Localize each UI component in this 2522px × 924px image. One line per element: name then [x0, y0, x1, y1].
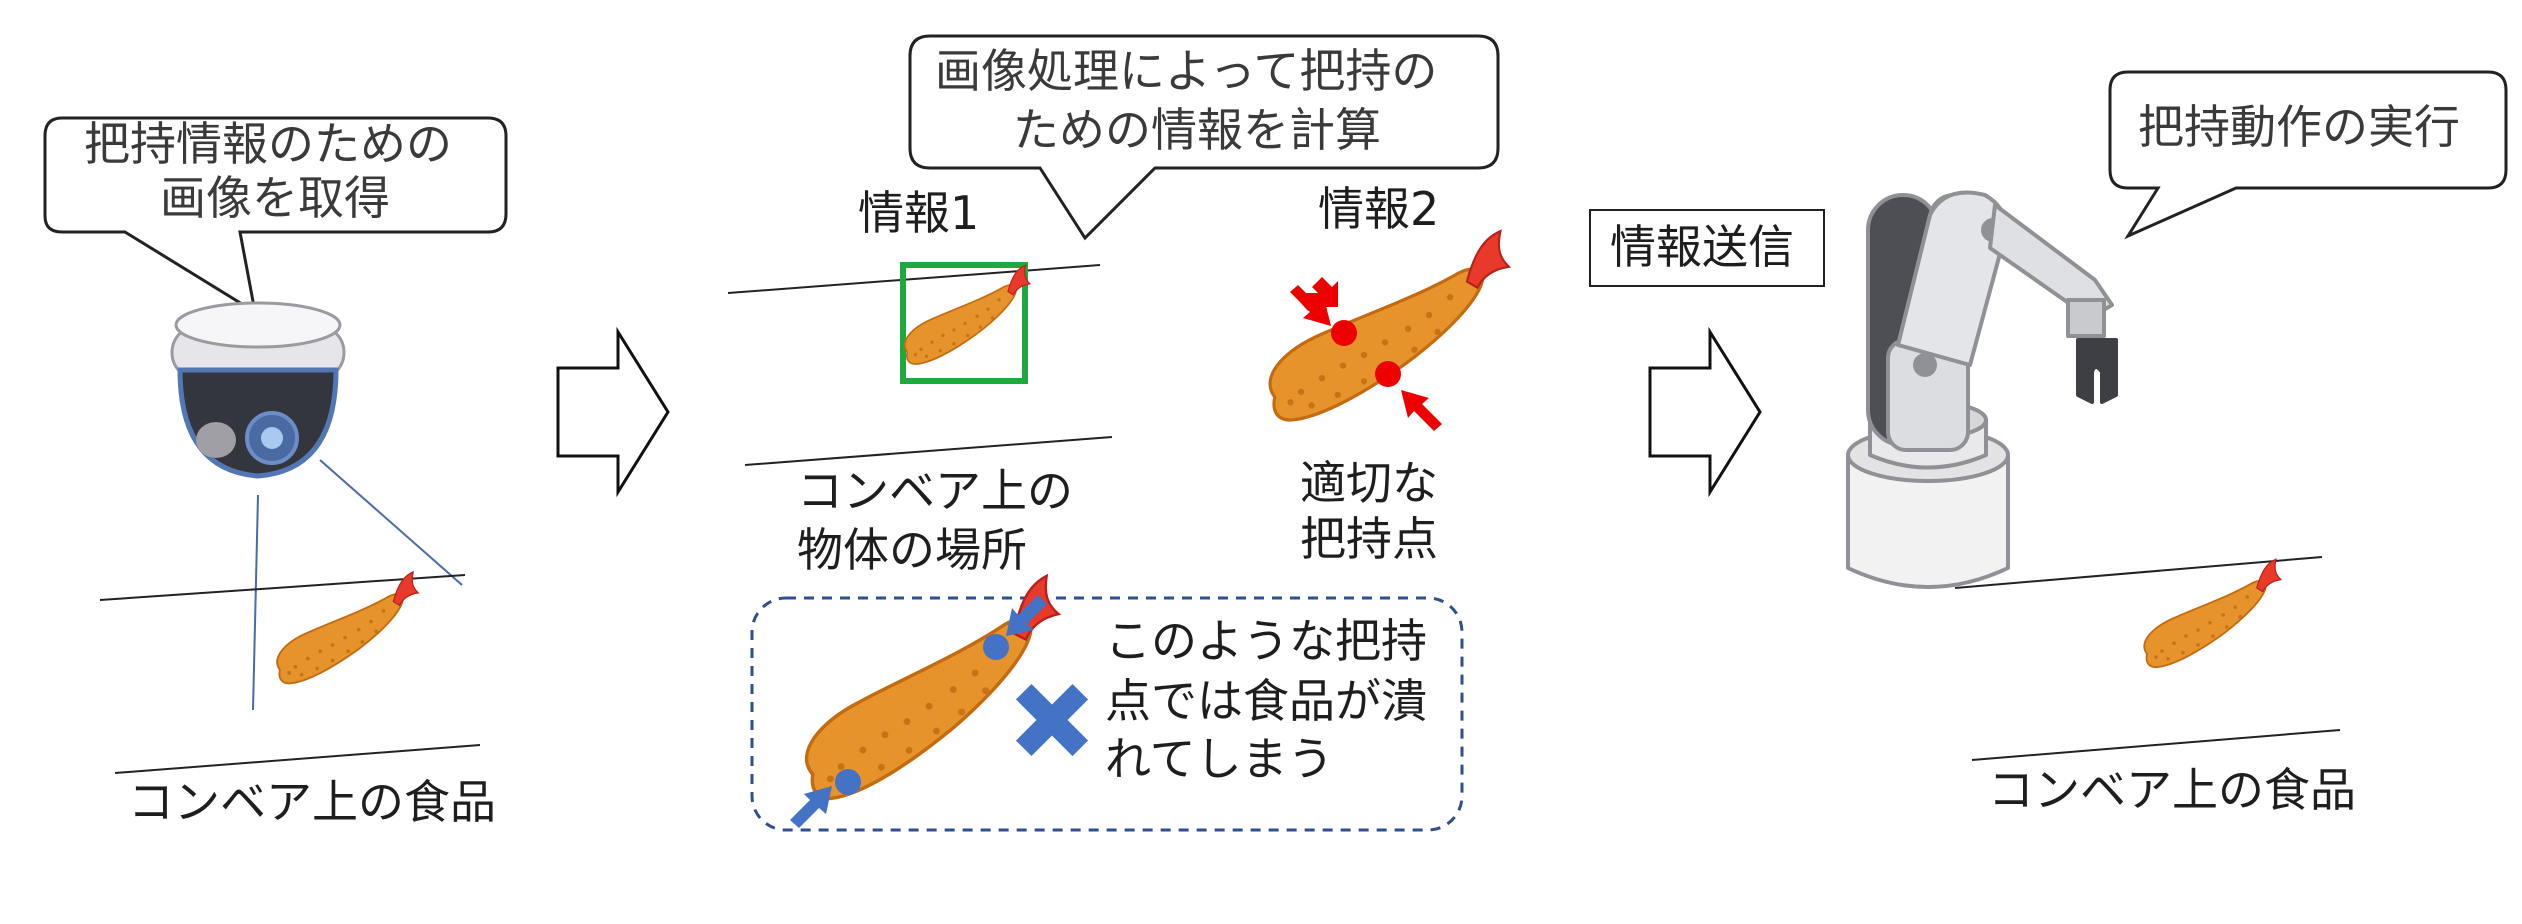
food-icon-stage3 — [2143, 558, 2282, 669]
bad-grasp-points — [790, 595, 1047, 828]
bad-example-line3: れてしまう — [1105, 732, 1334, 786]
transmit-label: 情報送信 — [1610, 220, 1794, 274]
stage2-bubble-line2: ための情報を計算 — [1013, 103, 1381, 157]
stage3-bubble-text: 把持動作の実行 — [2138, 100, 2460, 154]
stage1-bubble-line2: 画像を取得 — [160, 171, 390, 225]
food-icon-stage1 — [276, 570, 420, 685]
right-arrow-icon-2 — [1648, 330, 1762, 494]
bad-example-line2: 点では食品が潰 — [1105, 674, 1427, 728]
detection-box — [900, 262, 1028, 384]
stage2-bubble-line1: 画像処理によって把持の — [935, 44, 1438, 98]
bad-example-box — [750, 596, 1464, 832]
stage1-caption: コンベア上の食品 — [128, 775, 496, 829]
transmit-box — [1589, 209, 1825, 287]
info2-caption-line2: 把持点 — [1300, 512, 1438, 566]
camera-icon — [170, 301, 346, 479]
red-arrow-icon — [1290, 285, 1442, 431]
info1-caption-line2: 物体の場所 — [797, 523, 1027, 577]
cross-mark-icon — [1015, 683, 1089, 757]
stage1-bubble — [43, 116, 508, 316]
stage3-caption: コンベア上の食品 — [1988, 763, 2356, 817]
conveyor-stage2 — [727, 264, 1113, 466]
food-icon-detected — [903, 264, 1031, 365]
conveyor-stage3 — [1954, 556, 2341, 761]
stage3-bubble — [2108, 70, 2508, 240]
info2-title: 情報2 — [1318, 182, 1440, 236]
info1-caption-line1: コンベア上の — [797, 464, 1073, 518]
camera-view-lines — [252, 459, 463, 711]
stage1-bubble-line1: 把持情報のための — [84, 117, 452, 171]
info1-title: 情報1 — [858, 186, 980, 240]
info2-caption-line1: 適切な — [1300, 456, 1438, 510]
robot-arm-icon — [1846, 190, 2118, 589]
bad-example-line1: このような把持 — [1105, 614, 1427, 668]
stage2-bubble — [908, 34, 1500, 241]
food-icon-grasp — [1268, 229, 1511, 422]
right-arrow-icon — [556, 330, 670, 494]
